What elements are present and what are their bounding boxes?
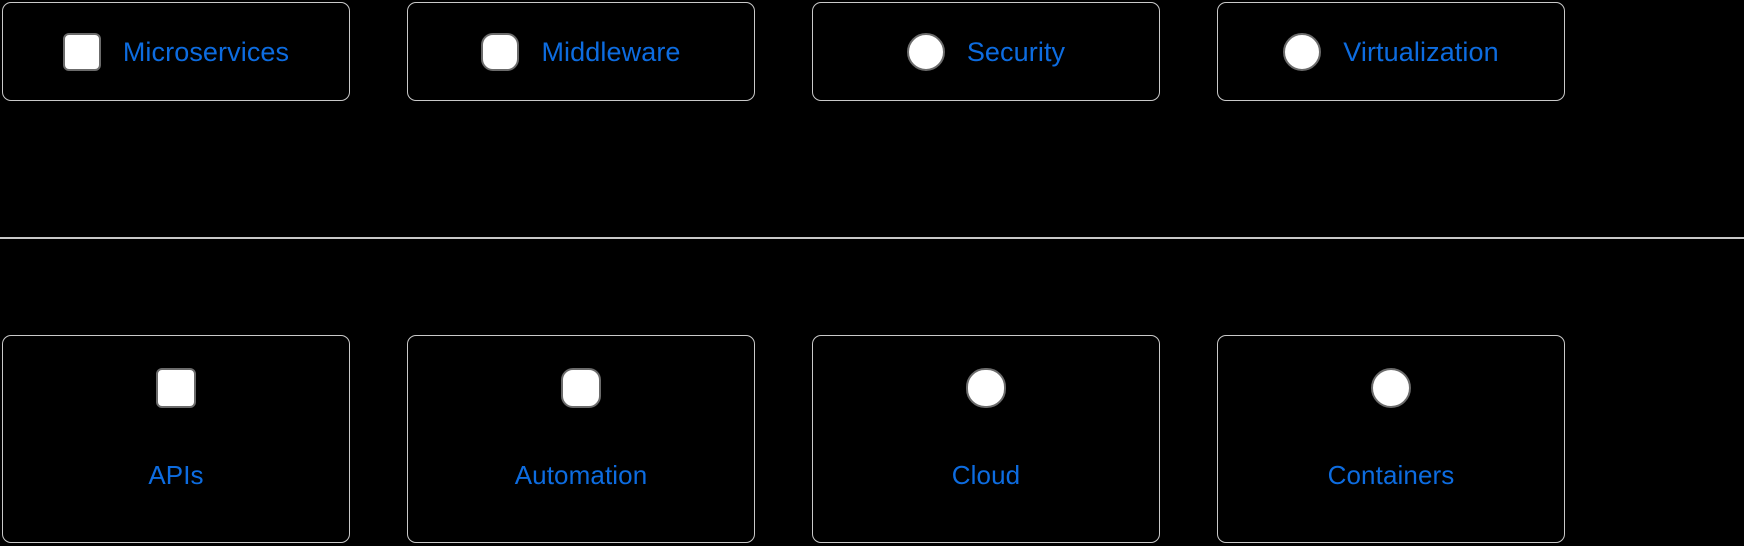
card-label-apis: APIs: [148, 460, 204, 490]
card-gap: [350, 2, 407, 101]
card-label-middleware: Middleware: [541, 36, 681, 67]
card-apis[interactable]: APIs: [2, 335, 350, 543]
card-gap: [755, 335, 812, 543]
card-label-cloud: Cloud: [951, 460, 1021, 490]
squircle-icon: [966, 368, 1006, 408]
rounded-square-icon: [481, 32, 520, 71]
card-security[interactable]: Security: [812, 2, 1160, 101]
square-icon: [156, 368, 196, 408]
bottom-card-row: APIs Automation Cloud Containers: [0, 335, 1744, 543]
card-label-automation: Automation: [514, 460, 648, 490]
card-virtualization[interactable]: Virtualization: [1217, 2, 1565, 101]
horizontal-rule: [0, 237, 1744, 239]
card-label-microservices: Microservices: [122, 36, 290, 67]
card-microservices[interactable]: Microservices: [2, 2, 350, 101]
card-middleware[interactable]: Middleware: [407, 2, 755, 101]
card-gap: [1160, 2, 1217, 101]
circle-icon: [1283, 32, 1322, 71]
card-label-containers: Containers: [1327, 460, 1455, 490]
card-gap: [1160, 335, 1217, 543]
card-label-virtualization: Virtualization: [1343, 36, 1499, 67]
card-containers[interactable]: Containers: [1217, 335, 1565, 543]
card-gap: [755, 2, 812, 101]
square-icon: [62, 32, 101, 71]
circle-icon: [1371, 368, 1411, 408]
card-automation[interactable]: Automation: [407, 335, 755, 543]
squircle-icon: [906, 32, 945, 71]
rounded-square-icon: [561, 368, 601, 408]
top-card-row: Microservices Middleware Security Virtua…: [0, 2, 1744, 101]
card-cloud[interactable]: Cloud: [812, 335, 1160, 543]
card-label-security: Security: [966, 36, 1066, 67]
card-gap: [350, 335, 407, 543]
